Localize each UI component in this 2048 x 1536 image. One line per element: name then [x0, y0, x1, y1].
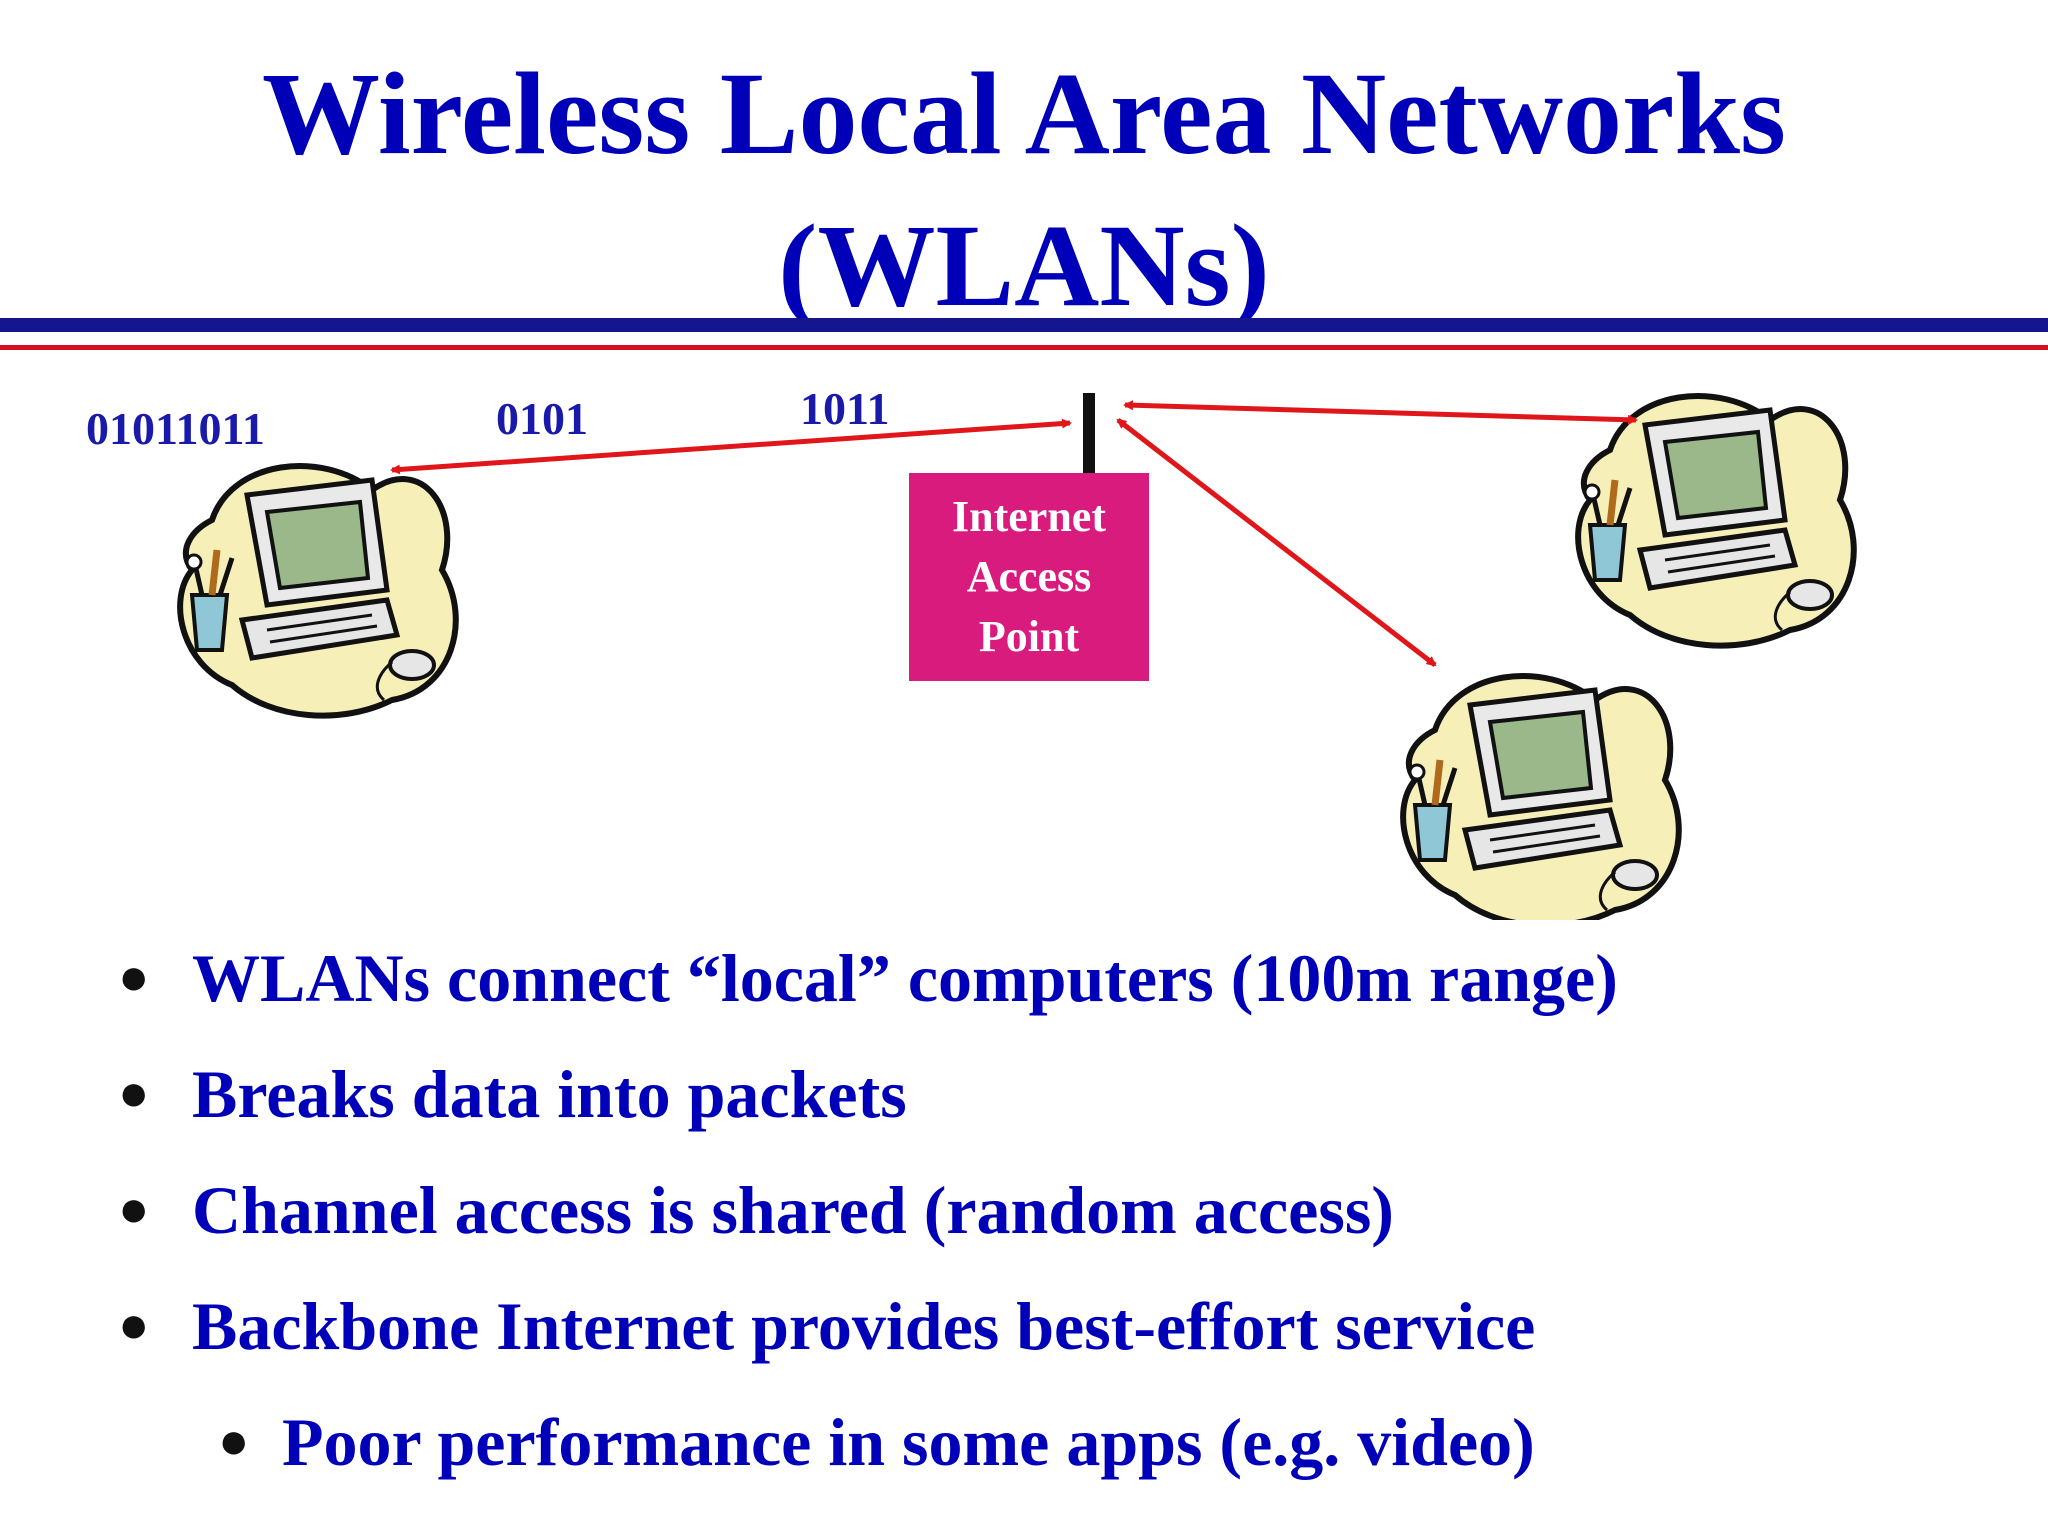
- title-line-1: Wireless Local Area Networks: [262, 48, 1786, 179]
- title-rule-blue: [0, 318, 2048, 332]
- title-line-2: (WLANs): [778, 200, 1270, 331]
- access-point-label-line-3: Point: [978, 612, 1080, 661]
- bullet-text: WLANs connect “local” computers (100m ra…: [192, 940, 1618, 1016]
- computer-bottom-right-icon: [1403, 676, 1679, 920]
- bit-label-full-stream: 01011011: [86, 403, 265, 454]
- sub-bullet-item: ● Poor performance in some apps (e.g. vi…: [0, 1384, 2048, 1500]
- antenna-icon: [1083, 393, 1095, 475]
- bullet-list: ● WLANs connect “local” computers (100m …: [0, 920, 2048, 1500]
- bullet-dot-icon: ●: [118, 949, 150, 1006]
- bullet-item: ● Backbone Internet provides best-effort…: [0, 1268, 2048, 1384]
- bullet-item: ● WLANs connect “local” computers (100m …: [0, 920, 2048, 1036]
- network-diagram: [0, 0, 2048, 920]
- bullet-dot-icon: ●: [118, 1297, 150, 1354]
- bullet-dot-icon: ●: [218, 1413, 250, 1470]
- bullet-dot-icon: ●: [118, 1181, 150, 1238]
- bullet-dot-icon: ●: [118, 1065, 150, 1122]
- arrow-right-link: [1123, 400, 1638, 425]
- access-point-label-line-1: Internet: [952, 492, 1106, 541]
- internet-access-point: Internet Access Point: [909, 473, 1149, 681]
- computer-right-icon: [1578, 396, 1854, 646]
- arrow-bottom-right-link: [1116, 418, 1437, 667]
- bullet-text: Backbone Internet provides best-effort s…: [192, 1288, 1536, 1364]
- bullet-text: Breaks data into packets: [192, 1056, 907, 1132]
- arrow-left-link: [390, 418, 1072, 475]
- computer-left-icon: [180, 466, 456, 716]
- bullet-item: ● Breaks data into packets: [0, 1036, 2048, 1152]
- title-rule-red: [0, 345, 2048, 350]
- slide-title: Wireless Local Area Networks (WLANs): [0, 38, 2048, 342]
- bullet-text: Channel access is shared (random access): [192, 1172, 1394, 1248]
- bullet-text: Poor performance in some apps (e.g. vide…: [282, 1404, 1535, 1480]
- access-point-label-line-2: Access: [966, 552, 1092, 601]
- bullet-item: ● Channel access is shared (random acces…: [0, 1152, 2048, 1268]
